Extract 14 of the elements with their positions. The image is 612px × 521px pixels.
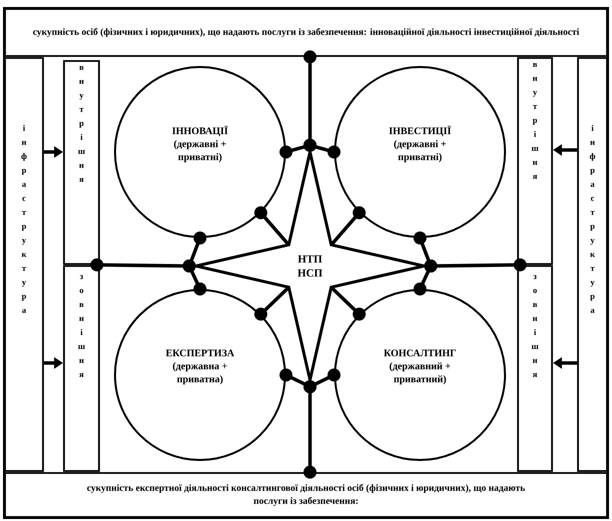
connector [304, 368, 340, 394]
vertical-label-box: зовнішня [517, 265, 553, 472]
vertical-label-box: зовнішня [63, 265, 100, 472]
vertical-label-box: інфраструктура [577, 57, 608, 472]
circle-node: ІННОВАЦІЇ (державні + приватні) [114, 66, 286, 238]
vertical-label-box: внутрішня [517, 57, 553, 265]
connector [182, 260, 206, 296]
circle-node: КОНСАЛТИНГ (державний + приватний) [334, 289, 506, 461]
circle-node: ЕКСПЕРТИЗА (державна + приватна) [114, 289, 286, 461]
connector [304, 138, 340, 158]
vertical-label-box: внутрішня [63, 60, 100, 265]
circle-node: ІНВЕСТИЦІЇ (державні + приватні) [334, 66, 506, 238]
connector [414, 260, 438, 296]
vertical-label-box: інфраструктура [4, 57, 44, 472]
